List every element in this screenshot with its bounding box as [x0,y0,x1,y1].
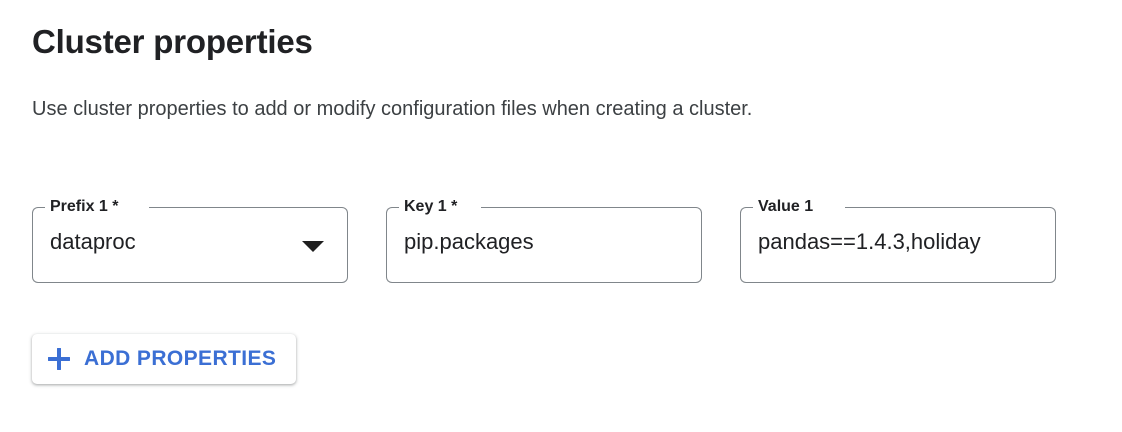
page-title: Cluster properties [32,23,313,60]
field-value-1-value[interactable]: pandas==1.4.3,holiday [758,229,981,254]
field-value-1[interactable]: Value 1 pandas==1.4.3,holiday [740,197,1056,283]
field-value-1-label: Value 1 [758,198,814,215]
field-key-1-value[interactable]: pip.packages [404,229,534,254]
properties-field-row: Prefix 1 * dataproc Key 1 * pip.packages… [32,197,1092,287]
add-properties-button[interactable]: ADD PROPERTIES [32,334,297,384]
field-prefix-1-value[interactable]: dataproc [50,229,136,254]
field-key-1-label: Key 1 * [404,198,458,215]
chevron-down-icon[interactable] [302,241,324,252]
plus-icon [48,348,70,370]
page-description: Use cluster properties to add or modify … [32,98,753,120]
field-prefix-1[interactable]: Prefix 1 * dataproc [32,197,348,283]
field-prefix-1-label: Prefix 1 * [50,198,119,215]
add-properties-button-label: ADD PROPERTIES [84,347,277,370]
field-key-1[interactable]: Key 1 * pip.packages [386,197,702,283]
